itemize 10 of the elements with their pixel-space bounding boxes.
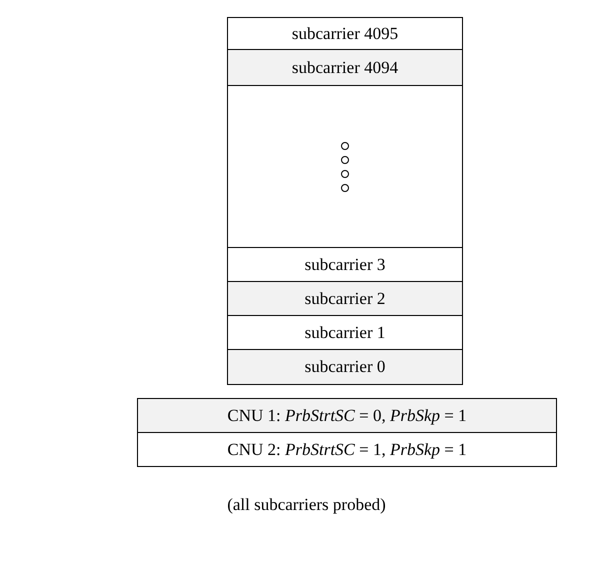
subcarrier-row: subcarrier 4095 — [227, 17, 463, 50]
subcarrier-row: subcarrier 2 — [227, 281, 463, 316]
subcarrier-row: subcarrier 4094 — [227, 49, 463, 86]
caption: (all subcarriers probed) — [227, 495, 386, 515]
probe-row: CNU 2: PrbStrtSC = 1, PrbSkp = 1 — [137, 432, 557, 467]
subcarrier-row: subcarrier 0 — [227, 349, 463, 385]
subcarrier-row: subcarrier 3 — [227, 247, 463, 282]
probe-row: CNU 1: PrbStrtSC = 0, PrbSkp = 1 — [137, 398, 557, 433]
subcarrier-row: subcarrier 1 — [227, 315, 463, 350]
omitted-rows-box — [227, 85, 463, 248]
